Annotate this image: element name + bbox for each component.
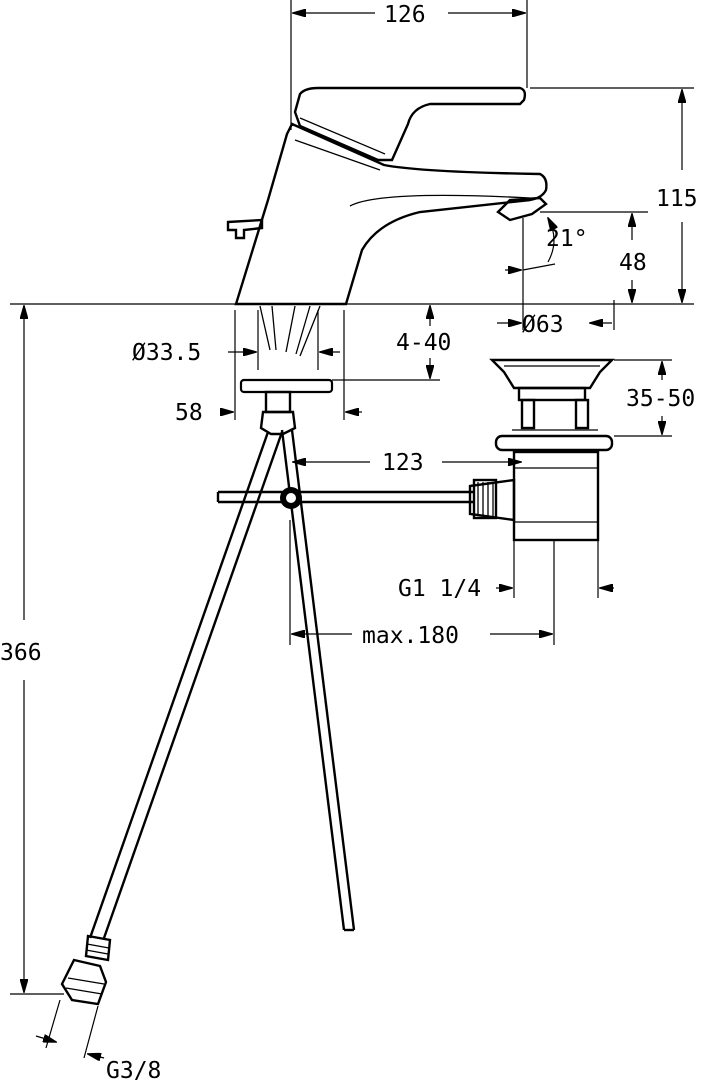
dim-waste-flange-diameter: Ø63: [522, 312, 564, 338]
dim-deck-thickness: 4-40: [396, 330, 451, 356]
dim-hole-diameter: Ø33.5: [132, 340, 201, 366]
dim-rod-length: max.180: [362, 623, 459, 649]
dimension-lines: [24, 13, 682, 1058]
dim-waste-thread: G1 1/4: [398, 576, 481, 602]
extension-lines: [10, 0, 694, 1059]
dim-waste-adjust: 35-50: [626, 386, 695, 412]
dim-total-height: 366: [0, 640, 42, 666]
dim-tap-to-waste: 123: [382, 450, 424, 476]
pop-up-rod: [216, 429, 474, 932]
dim-hose-connection: G3/8: [106, 1058, 161, 1080]
flexible-hose: [60, 431, 284, 1006]
dim-spout-height: 48: [619, 250, 647, 276]
dim-overall-height: 115: [656, 186, 698, 212]
faucet-body: [226, 86, 548, 306]
dim-overall-width: 126: [384, 2, 426, 28]
waste-assembly: [468, 358, 615, 542]
dim-spout-angle: 21°: [546, 226, 588, 252]
dim-base-diameter: 58: [175, 400, 203, 426]
